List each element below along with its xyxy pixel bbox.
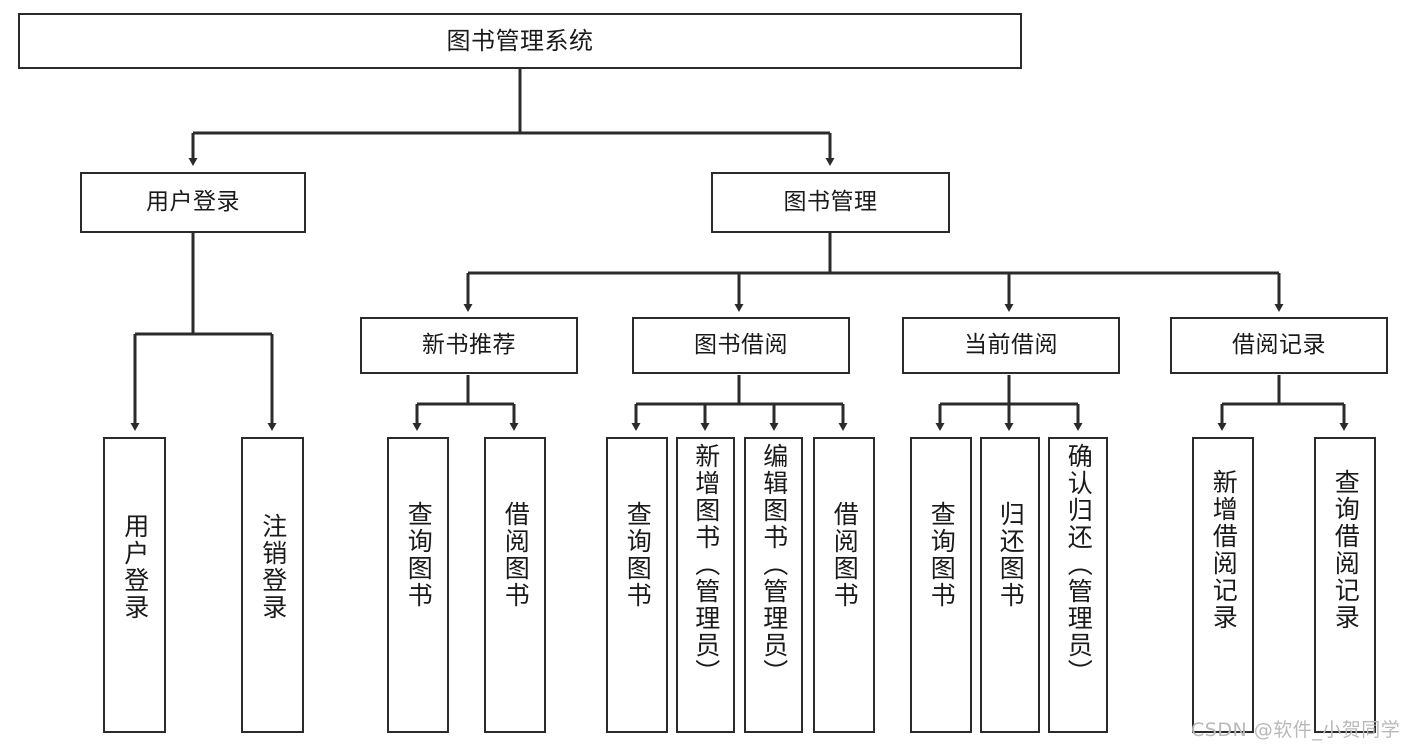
node-user-login[interactable]: 用户登录	[80, 172, 306, 233]
leaf-newbook-query-books[interactable]: 查询图书	[387, 437, 449, 733]
node-root-label: 图书管理系统	[446, 26, 594, 55]
leaf-newbook-borrow-books-label: 借阅图书	[501, 501, 531, 609]
leaf-current-query-books[interactable]: 查询图书	[910, 437, 972, 733]
leaf-logout-label: 注销登录	[258, 513, 288, 621]
node-borrowing-records[interactable]: 借阅记录	[1170, 317, 1388, 374]
node-current-borrowings[interactable]: 当前借阅	[902, 317, 1120, 374]
node-new-book-recommendation-label: 新书推荐	[422, 331, 516, 358]
leaf-borrow-borrow-books-label: 借阅图书	[830, 501, 860, 609]
leaf-current-return-books[interactable]: 归还图书	[980, 437, 1040, 733]
node-new-book-recommendation[interactable]: 新书推荐	[360, 317, 578, 374]
node-book-management-label: 图书管理	[783, 188, 878, 215]
leaf-logout[interactable]: 注销登录	[241, 437, 304, 733]
leaf-borrow-query-books[interactable]: 查询图书	[606, 437, 668, 733]
leaf-borrow-query-books-label: 查询图书	[623, 501, 653, 609]
leaf-current-query-books-label: 查询图书	[927, 501, 957, 609]
node-root-book-management-system[interactable]: 图书管理系统	[18, 13, 1022, 69]
node-book-borrowing-label: 图书借阅	[694, 331, 788, 358]
leaf-record-add-record[interactable]: 新增借阅记录	[1192, 437, 1254, 733]
leaf-newbook-query-books-label: 查询图书	[404, 501, 434, 609]
leaf-current-return-books-label: 归还图书	[996, 501, 1026, 609]
leaf-current-confirm-return-admin[interactable]: 确认归还（管理员）	[1048, 437, 1108, 733]
leaf-record-add-record-label: 新增借阅记录	[1209, 469, 1239, 631]
leaf-borrow-edit-book-admin-label: 编辑图书（管理员）	[759, 443, 789, 686]
leaf-borrow-add-book-admin[interactable]: 新增图书（管理员）	[676, 437, 735, 733]
leaf-user-login-label: 用户登录	[120, 513, 150, 621]
leaf-record-query-record-label: 查询借阅记录	[1331, 469, 1361, 631]
csdn-watermark-text: CSDN @软件_小贺同学	[1191, 719, 1401, 741]
node-book-borrowing[interactable]: 图书借阅	[632, 317, 850, 374]
node-borrowing-records-label: 借阅记录	[1232, 331, 1326, 358]
node-current-borrowings-label: 当前借阅	[964, 331, 1058, 358]
leaf-newbook-borrow-books[interactable]: 借阅图书	[484, 437, 546, 733]
leaf-user-login[interactable]: 用户登录	[103, 437, 166, 733]
leaf-borrow-add-book-admin-label: 新增图书（管理员）	[691, 443, 721, 686]
node-user-login-label: 用户登录	[146, 188, 240, 215]
csdn-watermark: CSDN @软件_小贺同学	[1191, 715, 1400, 742]
node-book-management[interactable]: 图书管理	[711, 172, 950, 233]
leaf-current-confirm-return-admin-label: 确认归还（管理员）	[1064, 443, 1094, 686]
leaf-borrow-borrow-books[interactable]: 借阅图书	[813, 437, 875, 733]
leaf-record-query-record[interactable]: 查询借阅记录	[1314, 437, 1376, 733]
leaf-borrow-edit-book-admin[interactable]: 编辑图书（管理员）	[744, 437, 803, 733]
